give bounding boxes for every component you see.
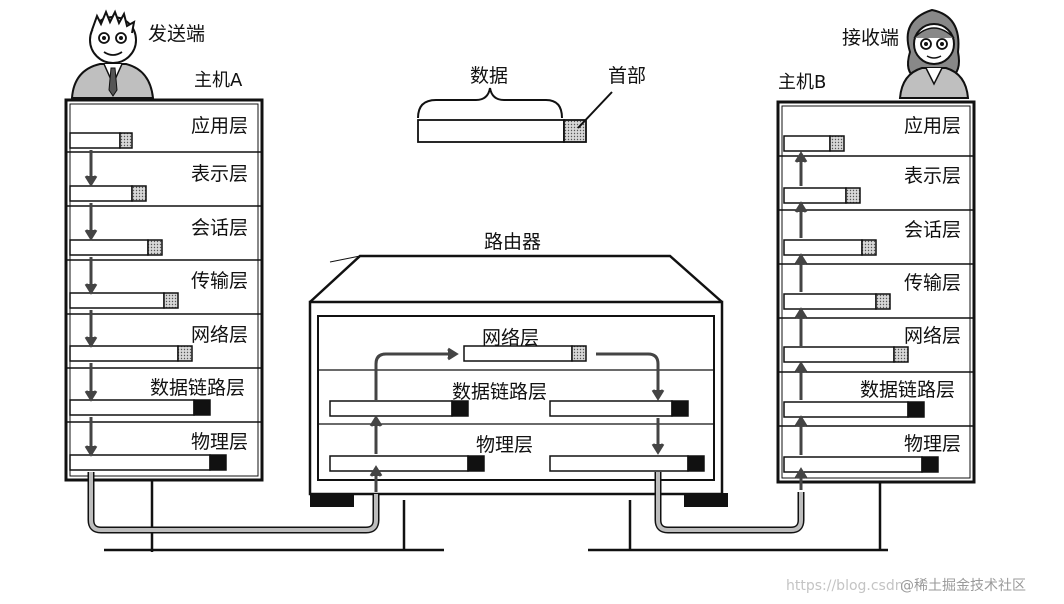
receiver-person-icon — [898, 8, 970, 99]
network-cables — [104, 480, 888, 552]
host-a-layer-datalink: 数据链路层 — [150, 377, 245, 399]
legend-header-label: 首部 — [608, 65, 646, 87]
watermark-brand: @稀土掘金技术社区 — [900, 578, 1026, 594]
host-a-layer-transport: 传输层 — [191, 270, 248, 292]
host-b-layer-presentation: 表示层 — [904, 165, 961, 187]
host-a-label: 主机A — [194, 70, 243, 91]
legend-packet — [417, 87, 613, 143]
host-b-layer-datalink: 数据链路层 — [860, 379, 955, 401]
sender-person-icon — [70, 9, 155, 99]
host-b-layer-transport: 传输层 — [904, 272, 961, 294]
host-a-layer-physical: 物理层 — [191, 431, 248, 453]
receiver-label: 接收端 — [842, 27, 899, 49]
router-flow-arrows — [369, 347, 665, 492]
host-a-layer-presentation: 表示层 — [191, 163, 248, 185]
host-b-layer-application: 应用层 — [904, 115, 961, 137]
host-b-stack — [776, 100, 976, 484]
watermark-url: https://blog.csdn — [786, 578, 904, 594]
host-a-layer-network: 网络层 — [191, 324, 248, 346]
router-layer-datalink: 数据链路层 — [452, 381, 547, 403]
host-a-stack — [64, 98, 264, 482]
host-a-layer-application: 应用层 — [191, 115, 248, 137]
host-a-down-arrows — [84, 150, 98, 457]
host-b-layer-session: 会话层 — [904, 219, 961, 241]
router-packets — [329, 345, 705, 472]
router-label: 路由器 — [484, 231, 541, 253]
host-a-layer-session: 会话层 — [191, 217, 248, 239]
sender-label: 发送端 — [148, 23, 205, 45]
host-b-layer-physical: 物理层 — [904, 433, 961, 455]
host-b-label: 主机B — [778, 72, 826, 93]
signal-path — [87, 472, 805, 534]
host-b-packets — [783, 135, 939, 473]
router-layer-physical: 物理层 — [476, 434, 533, 456]
router-layer-network: 网络层 — [482, 327, 539, 349]
host-a-packets — [69, 132, 227, 471]
host-b-up-arrows — [794, 151, 808, 490]
host-b-layer-network: 网络层 — [904, 325, 961, 347]
legend-data-label: 数据 — [470, 65, 508, 87]
